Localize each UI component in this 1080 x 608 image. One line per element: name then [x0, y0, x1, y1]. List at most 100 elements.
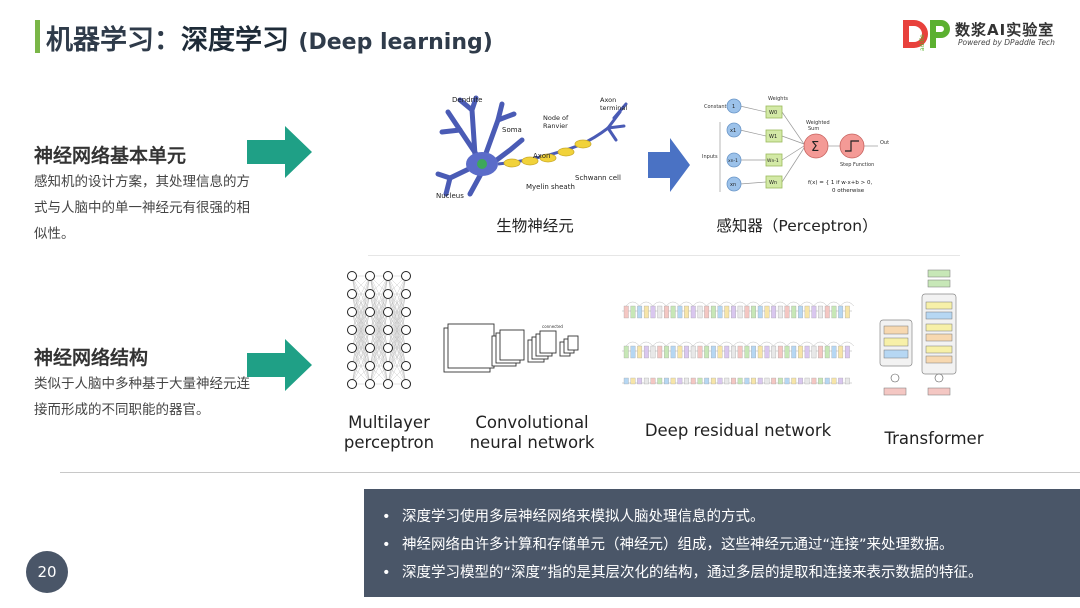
- resnet-skip: [773, 341, 787, 347]
- mlp-edge: [369, 275, 389, 313]
- mlp-edge: [351, 329, 371, 385]
- resnet-caption: Deep residual network: [644, 421, 832, 440]
- resnet-layer: [757, 377, 763, 385]
- resnet-layer: [818, 305, 823, 319]
- perceptron-diagram: Σ Constant Inputs Weights Weighted Sum S…: [702, 96, 889, 194]
- resnet-skip: [692, 301, 707, 307]
- label-step-function: Step Function: [840, 162, 874, 168]
- resnet-layer: [744, 345, 750, 359]
- cnn-caption: Convolutional neural network: [464, 413, 600, 453]
- resnet-skip: [800, 341, 814, 347]
- resnet-skip: [800, 301, 814, 307]
- resnet-layer: [844, 305, 850, 319]
- section2-title: 神经网络结构: [34, 347, 149, 369]
- label-myelin: Myelin sheath: [526, 183, 575, 191]
- label-ranvier-2: Ranvier: [543, 122, 568, 130]
- section1-desc: 感知机的设计方案，其处理信息的方式与人脑中的单一神经元有很强的相似性。: [34, 174, 250, 242]
- resnet-layer: [798, 377, 803, 385]
- resnet-layer: [670, 377, 676, 385]
- resnet-layer: [804, 345, 810, 359]
- resnet-layer: [811, 305, 817, 319]
- mlp-node: [401, 361, 411, 371]
- mlp-node: [365, 325, 375, 335]
- resnet-layer: [744, 377, 750, 385]
- resnet-layer: [764, 377, 770, 385]
- resnet-layer: [791, 305, 797, 319]
- logo-vertical-text: addle: [919, 34, 926, 51]
- resnet-layer: [777, 305, 783, 319]
- resnet-skip: [840, 341, 854, 347]
- resnet-skip: [666, 301, 680, 307]
- resnet-layer: [690, 377, 696, 385]
- resnet-layer: [737, 345, 743, 359]
- label-soma: Soma: [502, 126, 522, 134]
- resnet-layer: [831, 345, 837, 359]
- resnet-layer: [791, 345, 797, 359]
- resnet-layer: [643, 377, 649, 385]
- resnet-layer: [697, 377, 703, 385]
- resnet-skip: [679, 341, 694, 347]
- list-item: 深度学习使用多层神经网络来模拟人脑处理信息的方式。: [382, 503, 1080, 531]
- cnn-connected-label: connected: [542, 324, 563, 329]
- resnet-layer: [818, 377, 823, 385]
- resnet-layer: [657, 345, 663, 359]
- label-schwann: Schwann cell: [575, 174, 621, 182]
- label-dendrite: Dendrite: [452, 96, 482, 104]
- resnet-skip: [639, 341, 653, 347]
- mlp-node: [365, 343, 375, 353]
- mlp-node: [401, 379, 411, 389]
- section1-title: 神经网络基本单元: [34, 145, 187, 167]
- mlp-edge: [387, 275, 407, 331]
- resnet-skip: [666, 341, 680, 347]
- resnet-layer: [824, 377, 830, 385]
- resnet-layer: [824, 305, 830, 319]
- label-weights: Weights: [768, 96, 788, 102]
- mlp-edge: [369, 329, 389, 385]
- mlp-node: [383, 289, 393, 299]
- resnet-layer: [764, 305, 770, 319]
- resnet-layer: [731, 377, 736, 385]
- resnet-skip: [759, 301, 774, 307]
- resnet-diagram: [622, 301, 854, 385]
- mlp-edge: [351, 311, 371, 385]
- resnet-skip: [719, 301, 734, 307]
- neuron-diagram: Dendrite Soma Nucleus Axon Node of Ranvi…: [435, 95, 628, 200]
- resnet-skip: [773, 301, 787, 307]
- resnet-layer: [690, 305, 696, 319]
- resnet-layer: [677, 345, 683, 359]
- resnet-layer: [791, 377, 797, 385]
- resnet-skip: [706, 341, 720, 347]
- resnet-layer: [717, 345, 723, 359]
- resnet-layer: [697, 305, 703, 319]
- mlp-edge: [387, 275, 407, 313]
- perceptron-formula: f(x) = { 1 if w·x+b > 0,: [808, 180, 873, 186]
- summary-panel: 深度学习使用多层神经网络来模拟人脑处理信息的方式。 神经网络由许多计算和存储单元…: [364, 489, 1080, 597]
- resnet-layer: [757, 345, 763, 359]
- resnet-layer: [630, 345, 636, 359]
- resnet-layer: [798, 345, 803, 359]
- resnet-layer: [844, 345, 850, 359]
- list-item: 深度学习模型的“深度”指的是其层次化的结构，通过多层的提取和连接来表示数据的特征…: [382, 559, 1080, 587]
- mlp-node: [347, 379, 357, 389]
- label-weighted-sum: Weighted: [806, 120, 830, 126]
- resnet-layer: [777, 377, 783, 385]
- label-x1: x1: [730, 128, 736, 134]
- label-wn: Wn: [769, 180, 777, 186]
- resnet-layer: [818, 345, 823, 359]
- mlp-node: [383, 271, 393, 281]
- label-xn1: xn-1: [728, 158, 738, 164]
- divider-light: [368, 255, 960, 256]
- resnet-skip: [840, 301, 854, 307]
- resnet-skip: [625, 341, 640, 347]
- resnet-layer: [838, 377, 844, 385]
- resnet-layer: [831, 305, 837, 319]
- resnet-layer: [677, 377, 683, 385]
- page-number: 20: [26, 551, 68, 593]
- blue-arrow-icon: [648, 138, 690, 192]
- resnet-skip: [813, 341, 828, 347]
- mlp-node: [401, 307, 411, 317]
- mlp-edge: [387, 275, 407, 349]
- resnet-layer: [710, 377, 716, 385]
- resnet-layer: [838, 305, 844, 319]
- mlp-node: [347, 361, 357, 371]
